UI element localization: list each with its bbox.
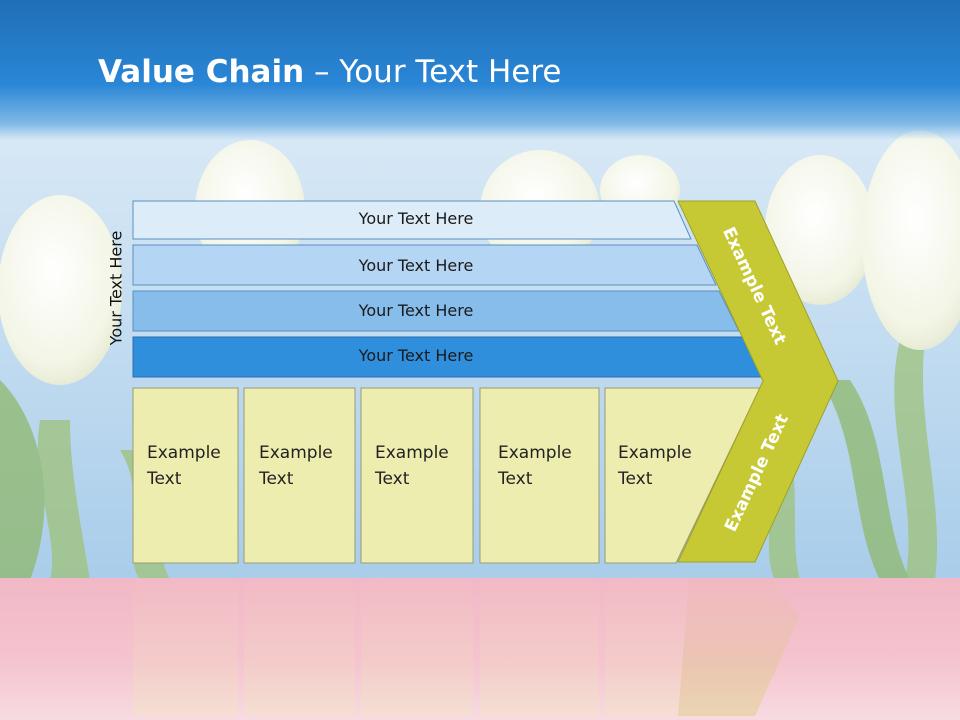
primary-cell-5[interactable]: [604, 387, 761, 564]
support-bar-3-label: Your Text Here: [358, 301, 474, 320]
primary-cell-1-text: Example Text: [147, 440, 221, 492]
cell-line-1: Example: [498, 443, 572, 463]
support-bar-4-label: Your Text Here: [358, 346, 474, 365]
cell-line-2: Text: [147, 469, 182, 489]
primary-cell-4-text: Example Text: [498, 440, 572, 492]
support-bar-1-label: Your Text Here: [358, 209, 474, 228]
title-bold: Value Chain: [98, 54, 305, 90]
cell-line-2: Text: [618, 469, 653, 489]
cell-line-2: Text: [259, 469, 294, 489]
support-bar-2-label: Your Text Here: [358, 256, 474, 275]
primary-cell-5-text: Example Text: [618, 440, 692, 492]
support-bar-1[interactable]: [132, 200, 692, 240]
cell-line-1: Example: [259, 443, 333, 463]
cell-line-1: Example: [375, 443, 449, 463]
page-title: Value Chain – Your Text Here: [98, 54, 561, 90]
cell-line-2: Text: [375, 469, 410, 489]
primary-cell-2-text: Example Text: [259, 440, 333, 492]
reflection-floor: [0, 578, 960, 720]
primary-cell-2[interactable]: [243, 387, 356, 564]
primary-cell-1[interactable]: [132, 387, 239, 564]
support-bar-2[interactable]: [132, 244, 717, 286]
margin-chevron[interactable]: [677, 200, 839, 563]
title-rest: – Your Text Here: [304, 54, 562, 90]
primary-cell-4[interactable]: [479, 387, 600, 564]
header-band: [0, 0, 960, 140]
vertical-label-text: Your Text Here: [106, 230, 126, 346]
cell-line-1: Example: [618, 443, 692, 463]
primary-cell-3[interactable]: [360, 387, 474, 564]
primary-cell-3-text: Example Text: [375, 440, 449, 492]
cell-line-1: Example: [147, 443, 221, 463]
cell-line-2: Text: [498, 469, 533, 489]
